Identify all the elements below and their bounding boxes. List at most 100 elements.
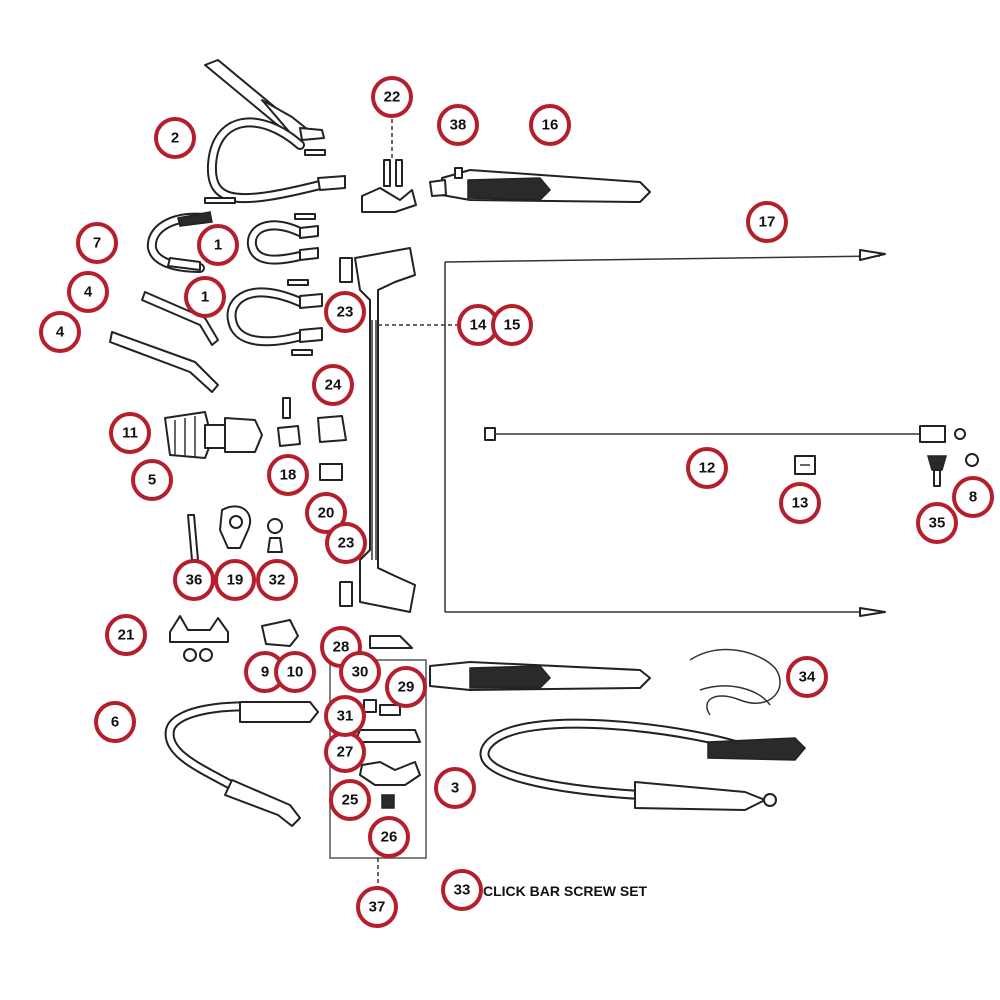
part-11-winder	[164, 411, 263, 459]
part-7-short-pigtail	[146, 211, 213, 273]
callout-37: 37	[356, 886, 398, 928]
callout-7: 7	[76, 222, 118, 264]
callout-number: 27	[337, 744, 354, 761]
part-3-safety-leash	[479, 718, 807, 811]
callout-19: 19	[214, 559, 256, 601]
callout-9: 9	[244, 651, 286, 693]
part-20-sleeve	[319, 463, 343, 481]
callout-23: 23	[325, 522, 367, 564]
callout-33: 33	[441, 869, 483, 911]
callout-number: 28	[333, 639, 350, 656]
callout-number: 26	[381, 829, 398, 846]
callout-23: 23	[324, 291, 366, 333]
part-17-flying-lines	[444, 249, 886, 617]
part-35-screw	[927, 455, 947, 487]
callout-3: 3	[434, 767, 476, 809]
part-12-center-line	[484, 425, 966, 443]
callout-number: 20	[318, 505, 335, 522]
part-24-clip	[317, 415, 347, 443]
callout-number: 16	[542, 117, 559, 134]
callout-29: 29	[385, 666, 427, 708]
callout-35: 35	[916, 502, 958, 544]
callout-15: 15	[491, 304, 533, 346]
callout-number: 6	[111, 714, 119, 731]
callout-18: 18	[267, 454, 309, 496]
callout-number: 38	[450, 117, 467, 134]
callout-6: 6	[94, 701, 136, 743]
callout-number: 7	[93, 235, 101, 252]
callout-26: 26	[368, 816, 410, 858]
part-21-bracket	[169, 615, 229, 662]
part-9-10-float	[261, 619, 299, 647]
callout-number: 3	[451, 780, 459, 797]
callout-16: 16	[529, 104, 571, 146]
part-22-stopper	[361, 112, 417, 213]
callout-32: 32	[256, 559, 298, 601]
callout-14: 14	[457, 304, 499, 346]
click-bar-screw-set-note: CLICK BAR SCREW SET	[483, 883, 648, 899]
callout-number: 34	[799, 669, 816, 686]
part-29-float-lower	[429, 661, 651, 691]
callout-17: 17	[746, 201, 788, 243]
callout-8: 8	[952, 476, 994, 518]
callout-5: 5	[131, 459, 173, 501]
part-2-pigtail-with-handle	[204, 59, 346, 204]
callout-number: 19	[227, 572, 244, 589]
part-4-pin-lower	[109, 331, 219, 393]
callout-number: 36	[186, 572, 203, 589]
callout-34: 34	[786, 656, 828, 698]
callout-number: 5	[148, 472, 156, 489]
part-1-loop-lower	[226, 279, 323, 356]
callout-number: 32	[269, 572, 286, 589]
part-36-pin	[187, 514, 199, 561]
callout-36: 36	[173, 559, 215, 601]
callout-24: 24	[312, 364, 354, 406]
callout-13: 13	[779, 482, 821, 524]
callout-20: 20	[305, 492, 347, 534]
callout-1: 1	[184, 276, 226, 318]
part-34-bungee	[689, 648, 781, 716]
callout-27: 27	[324, 731, 366, 773]
callout-number: 8	[969, 489, 977, 506]
callout-number: 14	[470, 317, 487, 334]
callout-number: 29	[398, 679, 415, 696]
callout-number: 4	[56, 324, 65, 341]
callout-number: 10	[287, 664, 304, 681]
callout-number: 22	[384, 89, 401, 106]
callout-number: 31	[337, 708, 354, 725]
callout-number: 1	[201, 289, 209, 306]
callout-number: 23	[337, 304, 354, 321]
callout-2: 2	[154, 117, 196, 159]
part-13-clip	[794, 455, 816, 475]
callout-1: 1	[197, 224, 239, 266]
callout-22: 22	[371, 76, 413, 118]
callout-number: 13	[792, 495, 809, 512]
part-6-depower-line	[164, 701, 319, 827]
callout-number: 30	[352, 664, 369, 681]
part-14-15-bar	[339, 247, 460, 613]
callout-4: 4	[39, 311, 81, 353]
callout-30: 30	[339, 651, 381, 693]
callout-number: 37	[369, 899, 386, 916]
callout-number: 9	[261, 664, 269, 681]
callout-31: 31	[324, 695, 366, 737]
callout-number: 1	[214, 237, 222, 254]
callout-number: 35	[929, 515, 946, 532]
callout-number: 24	[325, 377, 342, 394]
part-16-float-upper	[429, 167, 651, 203]
callout-10: 10	[274, 651, 316, 693]
callout-number: 21	[118, 627, 135, 644]
callout-number: 25	[342, 792, 359, 809]
callout-number: 11	[122, 425, 138, 442]
callout-38: 38	[437, 104, 479, 146]
callout-12: 12	[686, 447, 728, 489]
callout-number: 12	[699, 460, 716, 477]
callout-11: 11	[109, 412, 151, 454]
callout-25: 25	[329, 779, 371, 821]
callout-21: 21	[105, 614, 147, 656]
part-32-ball	[267, 518, 283, 553]
callout-number: 2	[171, 130, 179, 147]
callout-number: 23	[338, 535, 355, 552]
